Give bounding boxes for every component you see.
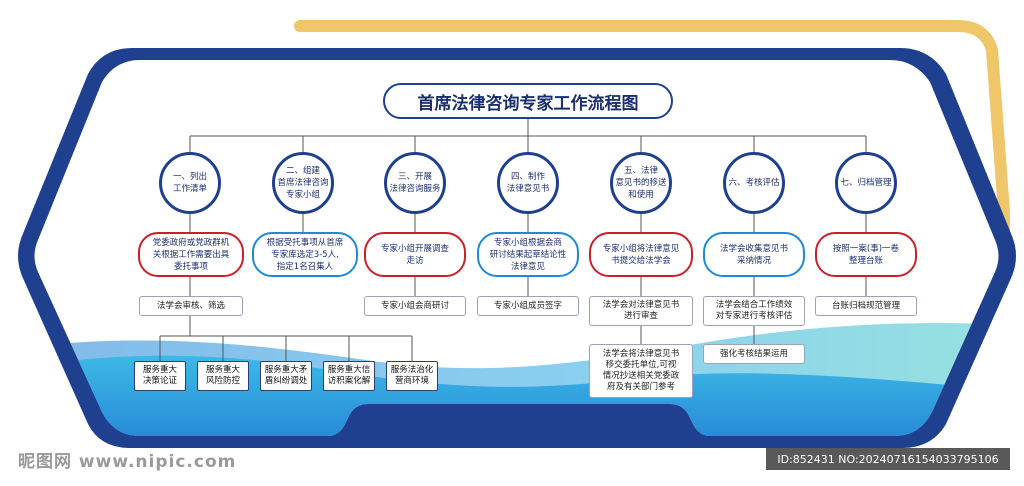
step-6-card: 法学会收集意见书 采纳情况 (703, 232, 805, 277)
service-box-4: 服务重大信 访积案化解 (323, 361, 375, 391)
step-circle-4: 四、制作 法律意见书 (497, 152, 559, 214)
step-circle-5: 五、法律 意见书的移送 和使用 (610, 152, 672, 214)
note-apply: 强化考核结果运用 (703, 344, 805, 364)
watermark-id: ID:852431 NO:20240716154033795106 (766, 448, 1010, 470)
note-archive: 台账归档规范管理 (815, 296, 917, 316)
service-box-2: 服务重大 风险防控 (197, 361, 249, 391)
step-5-card: 专家小组将法律意见 书提交给法学会 (589, 232, 693, 277)
note-transfer: 法学会将法律意见书 移交委托单位,可视 情况抄送相关党委政 府及有关部门参考 (589, 344, 693, 398)
step-circle-2: 二、组建 首席法律咨询 专家小组 (272, 152, 334, 214)
step-7-card: 按照一案(事)一卷 整理台账 (815, 232, 917, 277)
watermark-site: 昵图网 www.nipic.com (18, 452, 237, 472)
note-evaluate: 法学会结合工作绩效 对专家进行考核评估 (703, 296, 805, 326)
step-2-card: 根据受托事项从首席 专家库选定3-5人, 指定1名召集人 (252, 232, 358, 277)
step-circle-6: 六、考核评估 (723, 152, 785, 214)
note-review: 法学会审核、筛选 (139, 296, 243, 316)
step-1-card: 党委政府或党政群机 关根据工作需要出具 委托事项 (138, 232, 244, 277)
step-3-card: 专家小组开展调查 走访 (364, 232, 466, 277)
service-box-1: 服务重大 决策论证 (134, 361, 186, 391)
page-title: 首席法律咨询专家工作流程图 (383, 83, 673, 119)
note-check: 法学会对法律意见书 进行审查 (589, 296, 693, 326)
step-4-card: 专家小组根据会商 研讨结果起草结论性 法律意见 (477, 232, 579, 277)
service-box-3: 服务重大矛 盾纠纷调处 (260, 361, 312, 391)
step-circle-1: 一、列出 工作清单 (159, 152, 221, 214)
service-box-5: 服务法治化 营商环境 (386, 361, 438, 391)
step-circle-7: 七、归档管理 (835, 152, 897, 214)
note-signature: 专家小组成员签字 (477, 296, 579, 316)
note-discussion: 专家小组会商研讨 (364, 296, 466, 316)
step-circle-3: 三、开展 法律咨询服务 (384, 152, 446, 214)
